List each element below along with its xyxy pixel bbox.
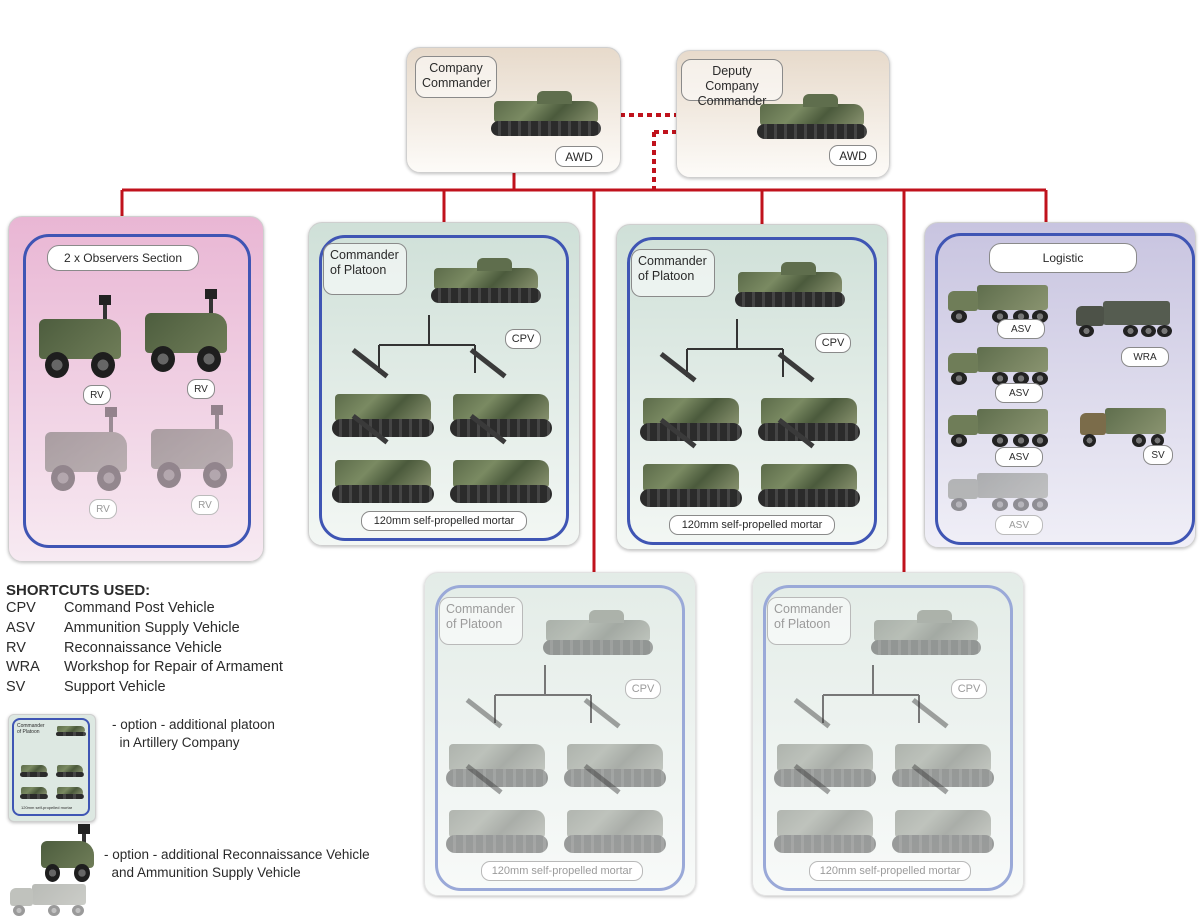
wra-label: WRA	[1121, 347, 1169, 367]
shortcut-row: RV Reconnaissance Vehicle	[6, 640, 306, 658]
ammunition-supply-vehicle-icon	[945, 467, 1051, 513]
platoon-card-2: Commander of Platoon CPV 120mm self-prop…	[616, 224, 888, 550]
mortar-vehicle-icon	[771, 764, 879, 859]
shortcut-abbr: WRA	[6, 659, 40, 675]
platoon-tree-lines	[822, 665, 920, 723]
deputy-commander-label: Deputy Company Commander	[681, 59, 783, 108]
mortar-vehicle-icon	[329, 414, 437, 509]
observers-title: 2 x Observers Section	[47, 245, 199, 271]
logistic-title: Logistic	[989, 243, 1137, 273]
cpv-label: CPV	[625, 679, 661, 699]
shortcut-row: ASV Ammunition Supply Vehicle	[6, 620, 306, 638]
platoon-commander-label: Commander of Platoon	[631, 249, 715, 297]
ammunition-supply-vehicle-icon	[945, 279, 1051, 325]
mortar-label: 120mm self-propelled mortar	[809, 861, 971, 881]
mortar-vehicle-icon	[19, 759, 49, 779]
shortcuts-title: SHORTCUTS USED:	[6, 582, 151, 599]
platoon-commander-label: Commander of Platoon	[323, 243, 407, 295]
sv-label: SV	[1143, 445, 1173, 465]
mortar-vehicle-icon	[755, 352, 863, 447]
shortcut-abbr: ASV	[6, 620, 36, 636]
rv-label: RV	[187, 379, 215, 399]
reconnaissance-vehicle-icon	[143, 405, 243, 491]
company-commander-label: Company Commander	[415, 56, 497, 98]
shortcut-row: CPV Command Post Vehicle	[6, 600, 306, 618]
logistic-card: Logistic ASV ASV ASV ASV WRA SV	[924, 222, 1196, 548]
command-vehicle-icon	[487, 84, 605, 140]
shortcut-row: SV Support Vehicle	[6, 679, 306, 697]
asv-label: ASV	[997, 319, 1045, 339]
ammunition-supply-vehicle-icon	[8, 878, 88, 918]
optional-vehicle-note: - option - additional Reconnaissance Veh…	[104, 847, 370, 880]
thumb-mortar-label: 120mm self-propelled mortar	[21, 805, 73, 810]
mortar-vehicle-icon	[637, 418, 745, 513]
mortar-vehicle-icon	[447, 348, 555, 443]
observers-section-card: 2 x Observers Section RV RV RV RV	[8, 216, 264, 562]
ammunition-supply-vehicle-icon	[945, 403, 1051, 449]
mortar-vehicle-icon	[443, 698, 551, 793]
command-vehicle-icon	[427, 251, 545, 307]
mortar-label: 120mm self-propelled mortar	[361, 511, 527, 531]
mortar-vehicle-icon	[637, 352, 745, 447]
thumb-commander-label: Commander of Platoon	[17, 723, 45, 735]
mortar-label: 120mm self-propelled mortar	[669, 515, 835, 535]
mortar-vehicle-icon	[55, 781, 85, 801]
mortar-vehicle-icon	[755, 418, 863, 513]
rv-label: RV	[191, 495, 219, 515]
mortar-label: 120mm self-propelled mortar	[481, 861, 643, 881]
mortar-vehicle-icon	[447, 414, 555, 509]
mortar-vehicle-icon	[443, 764, 551, 859]
shortcut-definition: Reconnaissance Vehicle	[64, 640, 222, 656]
cpv-label: CPV	[505, 329, 541, 349]
shortcut-definition: Command Post Vehicle	[64, 600, 215, 616]
reconnaissance-vehicle-icon	[31, 295, 131, 381]
command-vehicle-icon	[731, 255, 849, 311]
shortcut-definition: Ammunition Supply Vehicle	[64, 620, 240, 636]
shortcut-abbr: RV	[6, 640, 26, 656]
asv-label: ASV	[995, 515, 1043, 535]
platoon-card-1: Commander of Platoon CPV 120mm self-prop…	[308, 222, 580, 546]
platoon-tree-lines	[494, 665, 592, 723]
deputy-commander-card: Deputy Company Commander AWD	[676, 50, 890, 178]
shortcut-definition: Support Vehicle	[64, 679, 166, 695]
asv-label: ASV	[995, 383, 1043, 403]
shortcut-row: WRA Workshop for Repair of Armament	[6, 659, 306, 677]
asv-label: ASV	[995, 447, 1043, 467]
platoon-commander-label: Commander of Platoon	[767, 597, 851, 645]
rv-label: RV	[89, 499, 117, 519]
cpv-label: CPV	[951, 679, 987, 699]
mortar-vehicle-icon	[329, 348, 437, 443]
company-commander-card: Company Commander AWD	[406, 47, 621, 173]
mortar-vehicle-icon	[19, 781, 49, 801]
workshop-vehicle-icon	[1073, 295, 1173, 339]
mortar-vehicle-icon	[561, 698, 669, 793]
support-vehicle-icon	[1077, 401, 1169, 449]
platoon-commander-label: Commander of Platoon	[439, 597, 523, 645]
platoon-card-4-optional: Commander of Platoon CPV 120mm self-prop…	[752, 572, 1024, 896]
company-commander-badge: AWD	[555, 146, 603, 167]
shortcut-definition: Workshop for Repair of Armament	[64, 659, 283, 675]
reconnaissance-vehicle-icon	[37, 407, 137, 495]
deputy-commander-badge: AWD	[829, 145, 877, 166]
optional-platoon-note: - option - additional platoon in Artille…	[112, 717, 275, 750]
ammunition-supply-vehicle-icon	[945, 341, 1051, 387]
mortar-vehicle-icon	[561, 764, 669, 859]
mortar-vehicle-icon	[889, 698, 997, 793]
command-vehicle-icon	[753, 87, 871, 143]
command-vehicle-icon	[867, 603, 985, 659]
mortar-vehicle-icon	[55, 759, 85, 779]
reconnaissance-vehicle-icon	[137, 289, 237, 375]
cpv-label: CPV	[815, 333, 851, 353]
command-vehicle-icon	[539, 603, 657, 659]
shortcut-abbr: SV	[6, 679, 26, 695]
platoon-card-3-optional: Commander of Platoon CPV 120mm self-prop…	[424, 572, 696, 896]
optional-platoon-legend-thumbnail: Commander of Platoon 120mm self-propelle…	[8, 714, 96, 822]
mortar-vehicle-icon	[771, 698, 879, 793]
command-vehicle-icon	[55, 721, 87, 737]
rv-label: RV	[83, 385, 111, 405]
shortcut-abbr: CPV	[6, 600, 36, 616]
reconnaissance-vehicle-icon	[36, 824, 100, 884]
mortar-vehicle-icon	[889, 764, 997, 859]
